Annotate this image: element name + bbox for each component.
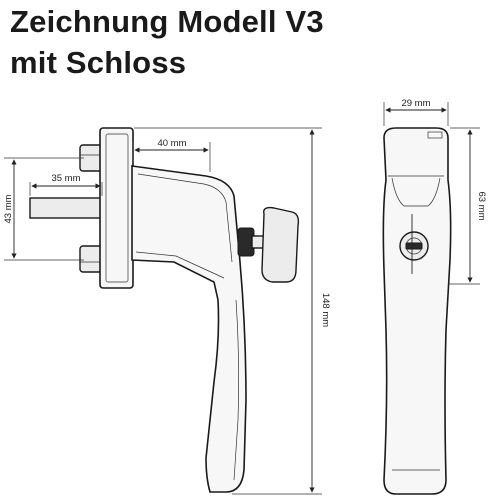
side-view xyxy=(29,127,300,493)
dim-total-label: 148 mm xyxy=(320,293,331,327)
dim-arm-label: 40 mm xyxy=(157,138,186,149)
dim-head-height: 63 mm xyxy=(448,127,487,285)
dim-spindle-label: 35 mm xyxy=(51,173,80,184)
dim-arm-length: 40 mm xyxy=(132,138,211,172)
key-bow xyxy=(261,206,300,283)
title-line-1: Zeichnung Modell V3 xyxy=(10,4,324,39)
handle-arm xyxy=(131,165,247,493)
dim-head-label: 63 mm xyxy=(476,191,487,220)
handle-front xyxy=(382,127,452,495)
title-line-2: mit Schloss xyxy=(10,45,187,80)
front-view xyxy=(382,127,452,495)
dim-width: 29 mm xyxy=(383,98,449,126)
dim-spindle: 35 mm xyxy=(29,173,103,196)
dim-total-height: 148 mm xyxy=(134,127,331,495)
dim-width-label: 29 mm xyxy=(401,98,430,109)
dim-screw-label: 43 mm xyxy=(3,194,14,223)
spindle xyxy=(29,197,103,219)
keyhole xyxy=(405,242,423,250)
screw-bottom xyxy=(79,245,103,273)
dim-screw-spacing: 43 mm xyxy=(3,157,84,261)
